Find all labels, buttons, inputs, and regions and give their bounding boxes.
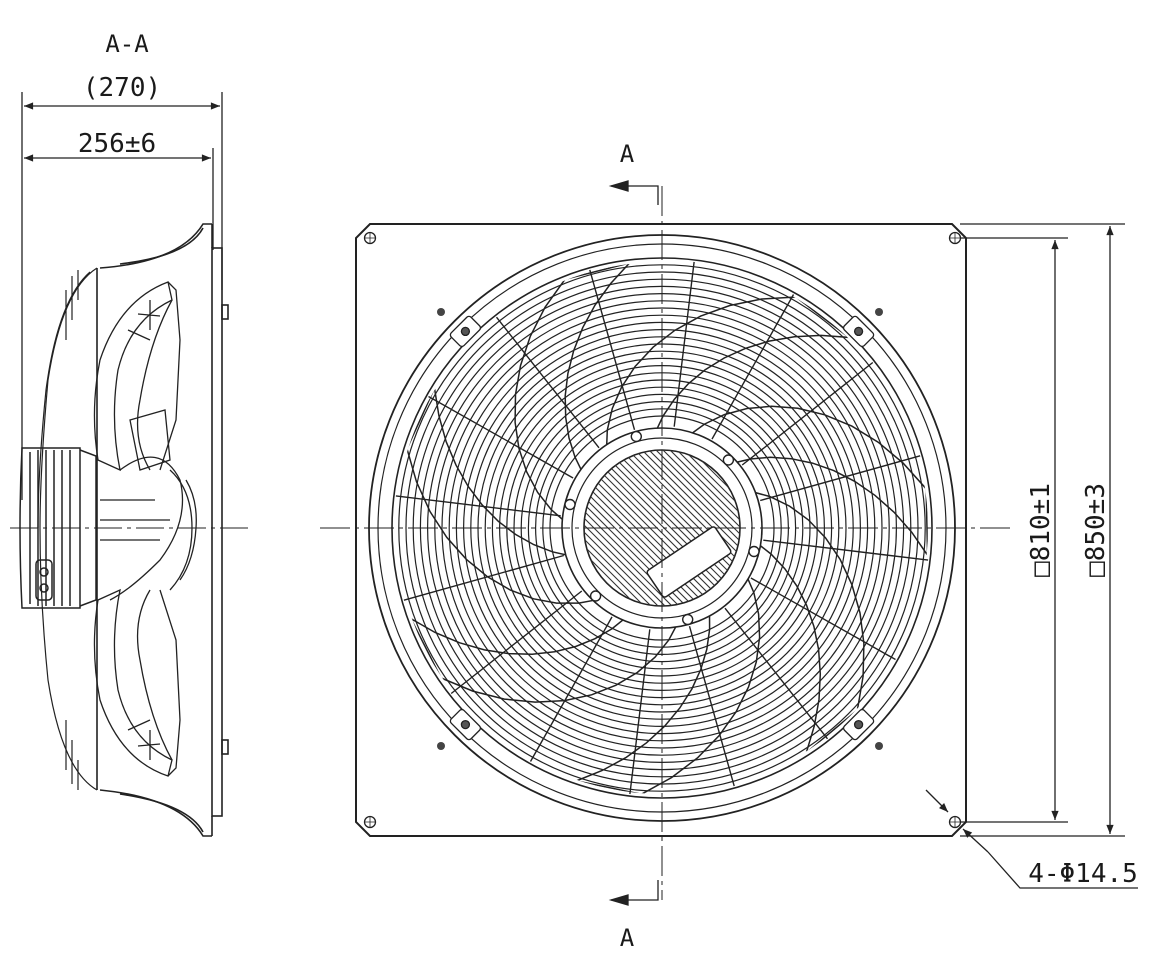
- corner-mount-holes: [363, 231, 962, 829]
- guard-wires-side: [37, 267, 98, 791]
- hatch-line: [584, 450, 740, 606]
- guard-spoke: [750, 577, 896, 661]
- terminal-box: [646, 526, 732, 598]
- guard-spoke: [403, 554, 564, 601]
- guard-tab-screw: [853, 719, 864, 730]
- guard-ring: [441, 307, 883, 749]
- outer-square-dimension: □850±3: [1081, 483, 1111, 577]
- guard-tab-screw: [853, 326, 864, 337]
- guard-ring: [484, 350, 840, 706]
- guard-spoke: [760, 455, 921, 502]
- front-centerlines: [320, 186, 1010, 900]
- guard-tab-screw: [460, 326, 471, 337]
- vertical-dimension-lines: [960, 223, 1125, 837]
- body-depth-dimension: 256±6: [78, 129, 156, 159]
- hatch-line: [584, 450, 740, 606]
- guard-radial-wires: [395, 261, 929, 795]
- blades-side: [93, 281, 197, 777]
- hatch-line: [584, 450, 740, 605]
- section-label-aa: A-A: [105, 30, 149, 58]
- guard-spoke: [673, 261, 695, 427]
- guard-spoke: [495, 316, 600, 449]
- guard-tab-screw: [460, 719, 471, 730]
- mounting-hole-callout: 4-Φ14.5: [1028, 859, 1138, 889]
- frame-plate: [355, 223, 967, 837]
- shroud-profile: [96, 223, 213, 837]
- hub-bolt: [722, 454, 735, 466]
- guard-spoke: [450, 590, 583, 695]
- hub-bolt: [630, 430, 642, 443]
- front-view: A A □810±1 □850±3 4-Φ14.5: [320, 140, 1138, 952]
- guard-spoke: [741, 361, 874, 466]
- overall-depth-dimension: (270): [83, 73, 161, 103]
- guard-mount-tabs: [449, 315, 875, 741]
- guard-ring: [398, 264, 926, 792]
- guard-spoke: [724, 607, 829, 740]
- guard-spoke: [428, 395, 574, 479]
- guard-spoke: [711, 294, 795, 440]
- side-view: A-A (270) 256±6: [10, 30, 250, 837]
- side-dimension-lines: [21, 92, 223, 500]
- guard-spoke: [763, 539, 929, 561]
- section-marker-bottom: A: [620, 924, 635, 952]
- guard-spoke: [589, 269, 636, 430]
- guard-spoke: [688, 626, 735, 787]
- hub-bolt: [682, 613, 694, 626]
- mounting-plate-side: [211, 247, 229, 817]
- guard-spoke: [629, 629, 651, 795]
- hub-bolt: [589, 590, 602, 602]
- motor-side: [19, 447, 97, 609]
- hole-leader: [925, 789, 1138, 889]
- guard-spoke: [529, 616, 613, 762]
- section-marker-top: A: [620, 140, 635, 168]
- plate-bolts: [437, 308, 883, 750]
- hub-bolt: [564, 498, 576, 511]
- hub-bolt: [748, 545, 760, 558]
- hub-bolts: [564, 430, 760, 626]
- inner-square-dimension: □810±1: [1026, 483, 1056, 577]
- section-markers: [608, 180, 659, 906]
- guard-spoke: [395, 495, 561, 517]
